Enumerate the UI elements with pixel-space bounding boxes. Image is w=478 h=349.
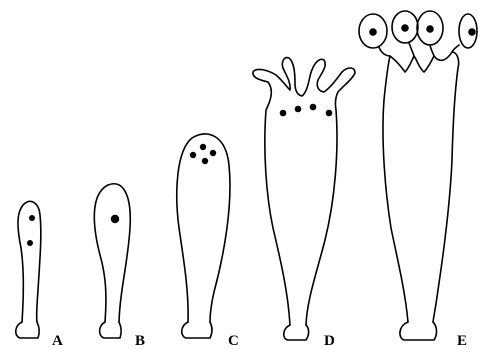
nucleus (310, 104, 317, 111)
nucleus (210, 150, 216, 156)
stage-e: E (359, 11, 477, 349)
stage-e-base (400, 322, 437, 340)
stage-b-label: B (135, 333, 145, 349)
stage-d: D (253, 58, 355, 349)
nucleus (295, 106, 302, 113)
stage-a-outline (18, 201, 41, 322)
nucleus (280, 110, 287, 117)
stage-b-base (100, 322, 121, 338)
stage-e-outline (383, 52, 459, 322)
nucleus (200, 144, 206, 150)
stage-a: A (16, 201, 63, 349)
nucleus (27, 240, 33, 246)
stage-a-base (16, 322, 39, 338)
stage-d-label: D (324, 333, 335, 349)
sterigma (452, 45, 459, 52)
stage-c-base (182, 322, 212, 338)
sterigma (379, 47, 390, 56)
sterigma (409, 43, 414, 56)
stage-d-outline (253, 58, 355, 325)
stage-a-label: A (52, 333, 63, 349)
nucleus (426, 25, 434, 33)
stage-b: B (94, 184, 145, 349)
nucleus (326, 110, 333, 117)
stage-c-label: C (228, 333, 239, 349)
stage-e-label: E (457, 333, 467, 349)
nucleus (202, 158, 208, 164)
stage-b-outline (94, 184, 130, 322)
nucleus (468, 28, 476, 36)
nucleus (29, 215, 35, 221)
nucleus (369, 28, 377, 36)
sterigma (430, 45, 434, 56)
nucleus (111, 215, 119, 223)
stage-d-base (284, 325, 309, 340)
nucleus (401, 24, 409, 32)
nucleus (190, 152, 196, 158)
stage-c: C (177, 134, 239, 349)
